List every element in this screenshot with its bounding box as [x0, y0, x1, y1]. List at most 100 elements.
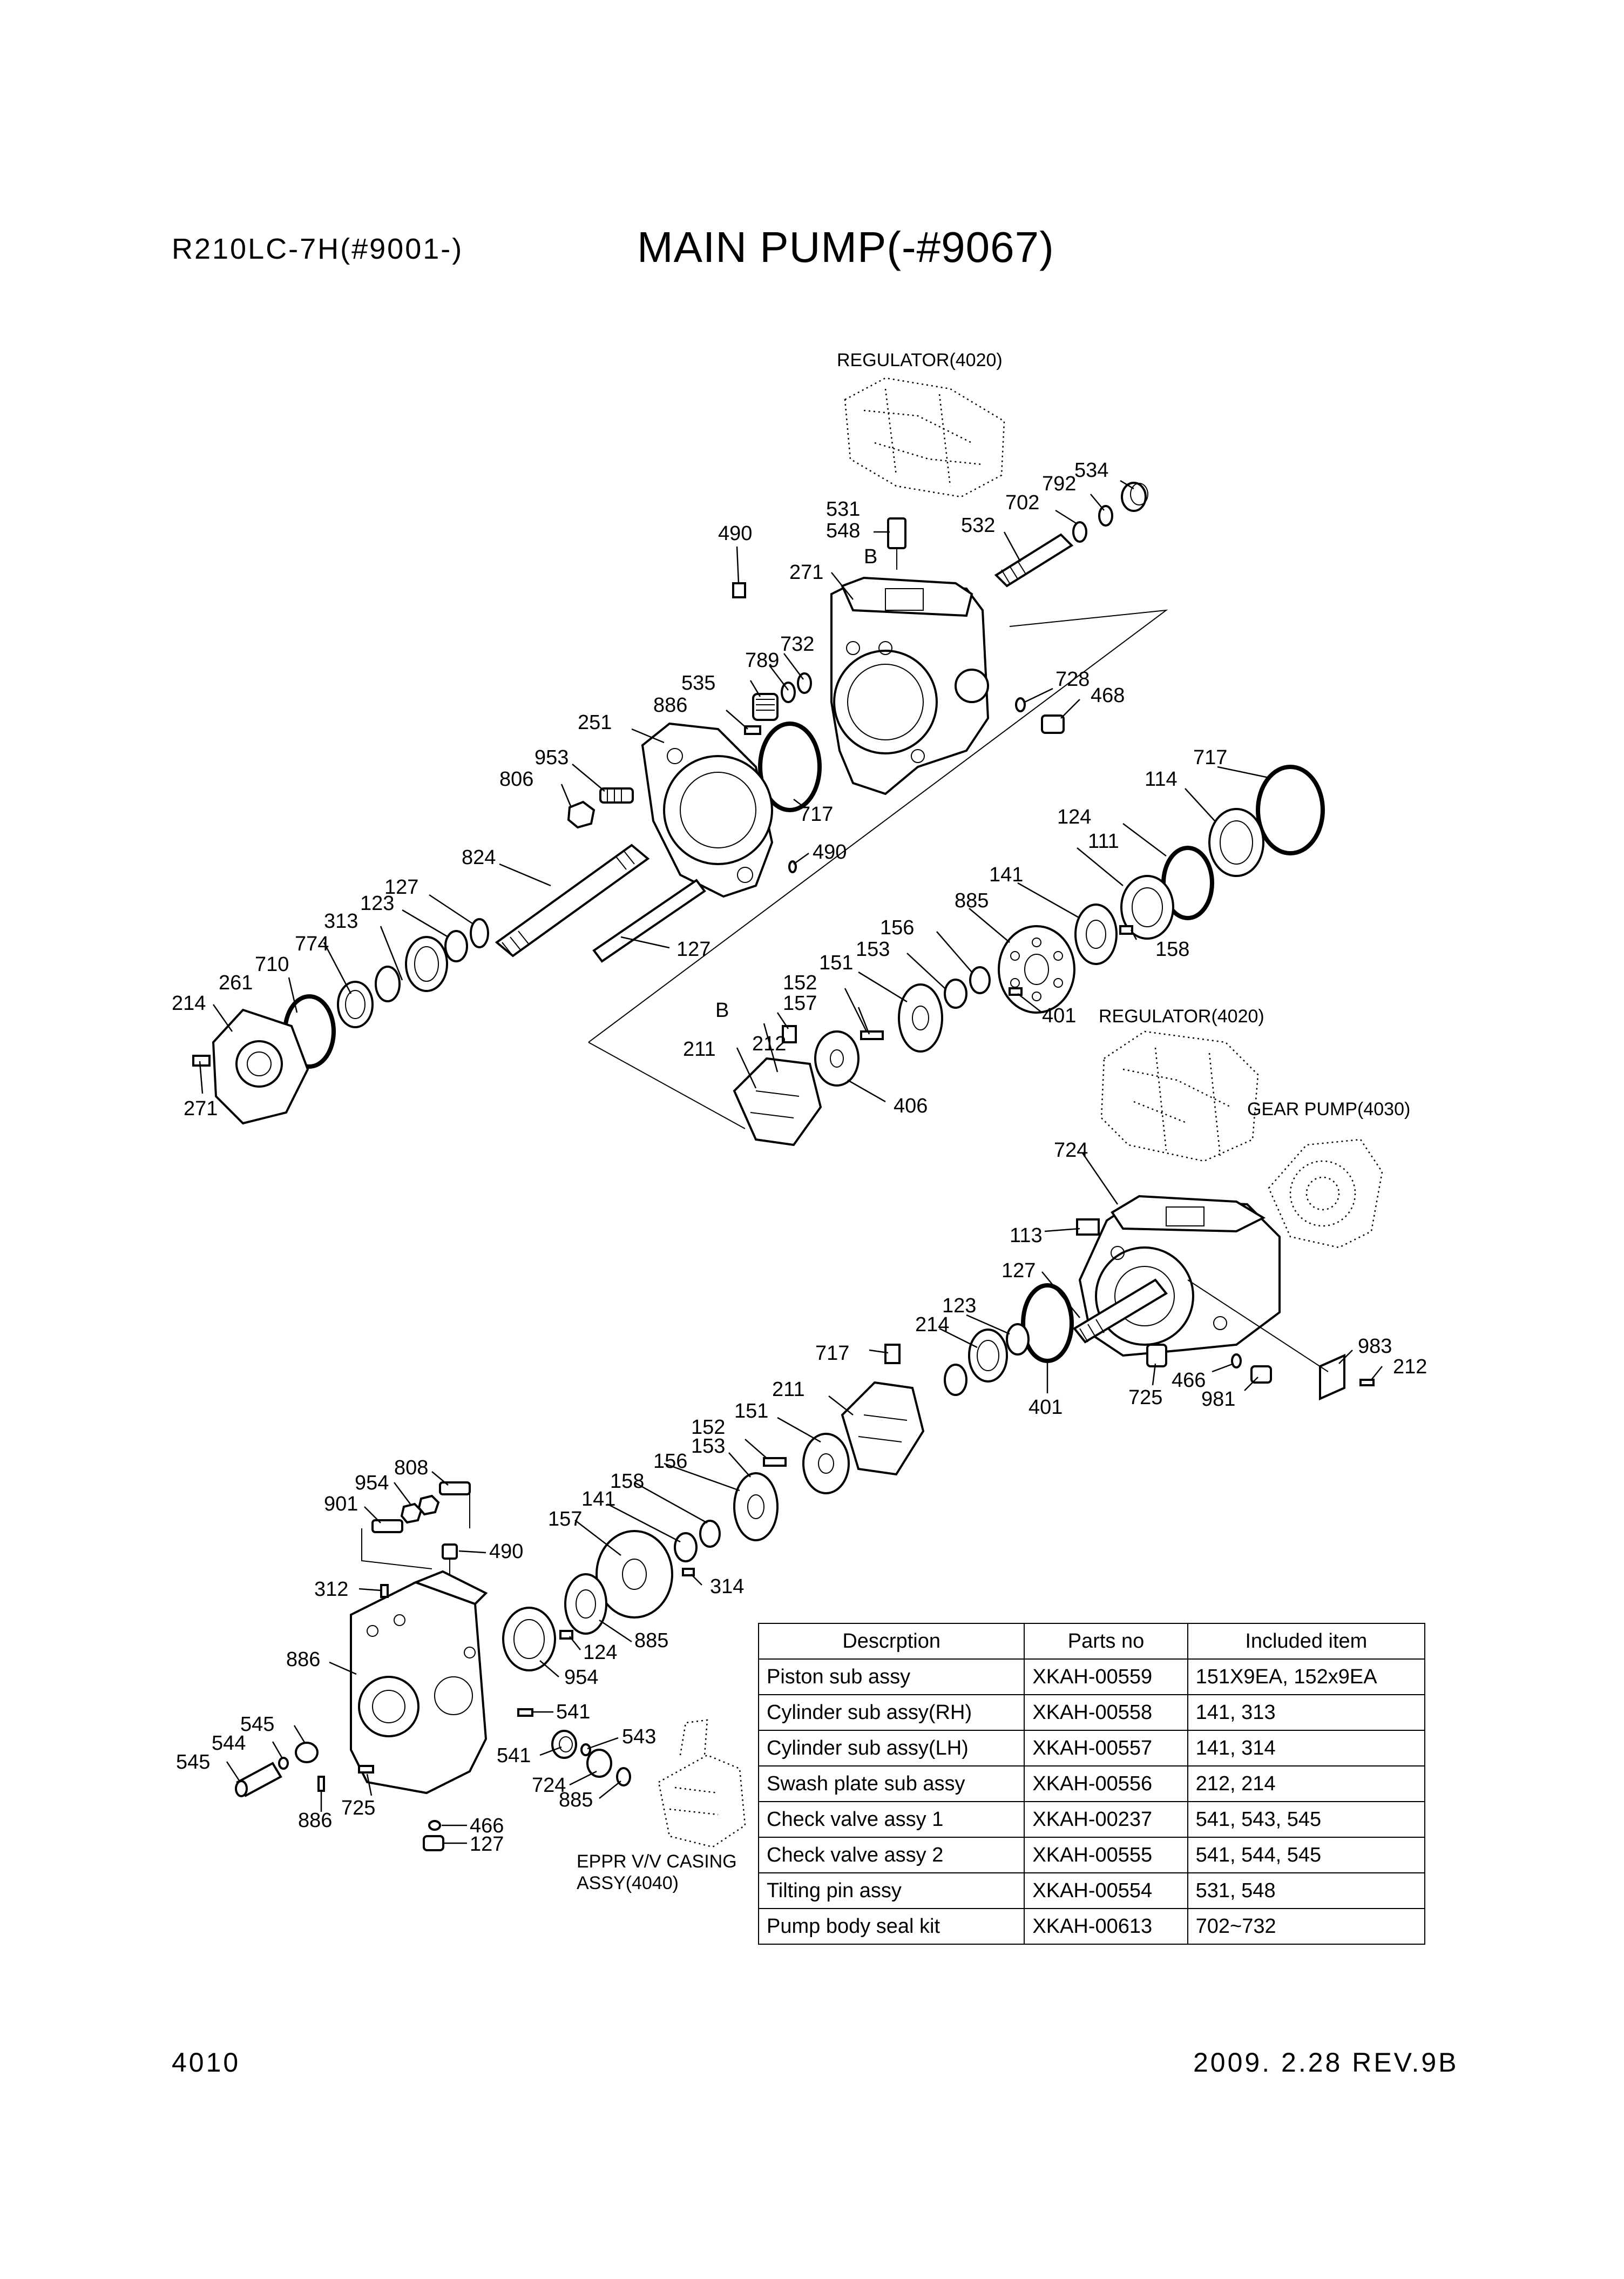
- callout: 401: [1042, 1004, 1076, 1027]
- callout: 214: [915, 1313, 949, 1336]
- pin-886-bot: [517, 1708, 533, 1717]
- cell-included-items: 141, 313: [1187, 1694, 1426, 1731]
- cell-part-number: XKAH-00557: [1024, 1730, 1188, 1766]
- callout: 548: [826, 520, 860, 542]
- pin-886-top: [744, 725, 761, 735]
- gear-pump-ghost: [1268, 1138, 1383, 1249]
- oring-725-mid: [1231, 1353, 1242, 1368]
- table-row: Pump body seal kit XKAH-00613 702~732: [757, 1908, 1426, 1945]
- regulator-reference: REGULATOR(4020): [1099, 1006, 1264, 1027]
- callout: 271: [789, 561, 823, 584]
- table-header-row: Descrption Parts no Included item: [757, 1623, 1426, 1660]
- spacer-127: [444, 930, 468, 962]
- cell-description: Tilting pin assy: [757, 1872, 1025, 1909]
- oring-717-r1: [1256, 765, 1325, 855]
- spline-124-mid: [502, 1607, 556, 1671]
- pin-157: [1009, 987, 1023, 996]
- callout: 211: [683, 1038, 716, 1061]
- eppr-casing-ghost: [658, 1719, 746, 1848]
- callout: 534: [1074, 459, 1108, 482]
- pin-214-mid: [884, 1344, 901, 1364]
- cell-description: Check valve assy 1: [757, 1801, 1025, 1838]
- callout: 824: [462, 846, 496, 869]
- callout: 717: [1193, 746, 1227, 769]
- callout: 717: [815, 1342, 849, 1365]
- ring-824: [470, 918, 489, 948]
- pump-casing-271-top: [830, 576, 990, 795]
- callout: 153: [691, 1435, 725, 1458]
- piston-532: [994, 533, 1074, 588]
- callout: 728: [1055, 668, 1090, 691]
- spring-158-mid: [674, 1532, 698, 1562]
- cell-part-number: XKAH-00554: [1024, 1872, 1188, 1909]
- check-valve-544: [235, 1762, 282, 1797]
- fitting-724: [1076, 1218, 1100, 1236]
- shoe-plate-211-mid: [802, 1433, 850, 1494]
- callout: 312: [314, 1578, 348, 1601]
- callout: 725: [341, 1797, 375, 1819]
- spacer-127-mid-b: [944, 1364, 967, 1396]
- cell-part-number: XKAH-00613: [1024, 1908, 1188, 1945]
- callout: 211: [772, 1378, 805, 1401]
- callout: 158: [610, 1470, 644, 1493]
- callout: 313: [324, 910, 358, 933]
- callout: 885: [955, 889, 989, 912]
- cell-included-items: 541, 543, 545: [1187, 1801, 1426, 1838]
- callout: B: [864, 545, 877, 568]
- oring-725-bot: [428, 1820, 441, 1831]
- callout: 531: [826, 498, 860, 521]
- callout: 466: [1172, 1369, 1206, 1392]
- seal-rings-702-792: [1072, 505, 1113, 543]
- callout: 789: [745, 649, 779, 672]
- parts-table: Descrption Parts no Included item Piston…: [757, 1623, 1426, 1945]
- piston-151: [860, 1030, 884, 1040]
- table-row: Check valve assy 2 XKAH-00555 541, 544, …: [757, 1837, 1426, 1873]
- spring-158: [969, 966, 991, 994]
- callout-labels: 490 271 531 548 B 532 702 792 534 732 78…: [172, 459, 1427, 1856]
- callout: 123: [360, 892, 394, 915]
- callout: 156: [653, 1450, 687, 1473]
- callout: 214: [172, 992, 206, 1015]
- cell-part-number: XKAH-00556: [1024, 1765, 1188, 1802]
- spacer-127-mid: [1006, 1323, 1030, 1356]
- fitting-401-mid: [1146, 1344, 1167, 1367]
- callout: 151: [734, 1400, 768, 1422]
- retainer-153: [898, 983, 943, 1053]
- cap-534: [1121, 482, 1148, 512]
- callout: 113: [1010, 1224, 1043, 1247]
- seal-774: [337, 981, 374, 1028]
- callout: 543: [622, 1725, 656, 1748]
- callout: 156: [880, 916, 914, 939]
- pin-886-bot-b: [358, 1765, 374, 1774]
- swash-plate-212-mid: [841, 1381, 925, 1476]
- eppr-reference-line2: ASSY(4040): [577, 1873, 679, 1893]
- shaft-113: [1073, 1278, 1168, 1344]
- leader-lines: [199, 480, 1383, 1844]
- callout: 124: [1057, 806, 1091, 828]
- callout: 954: [564, 1666, 598, 1689]
- callout: 124: [583, 1641, 617, 1664]
- callout: 901: [324, 1493, 358, 1515]
- column-header: Parts no: [1024, 1623, 1188, 1660]
- bracket-954: [361, 1491, 470, 1569]
- plug-466-bot: [423, 1835, 444, 1851]
- callout: 535: [681, 672, 715, 695]
- callout: 981: [1201, 1388, 1235, 1411]
- column-header: Included item: [1187, 1623, 1426, 1660]
- bolt-406: [192, 1055, 211, 1067]
- callout: B: [715, 999, 729, 1022]
- callout: 792: [1042, 473, 1076, 495]
- seal-545-right: [580, 1743, 591, 1756]
- ball-156: [944, 979, 967, 1009]
- table-row: Piston sub assy XKAH-00559 151X9EA, 152x…: [757, 1658, 1426, 1695]
- shaft-111: [495, 844, 650, 958]
- valve-plate-313: [1074, 903, 1118, 965]
- cell-description: Cylinder sub assy(LH): [757, 1730, 1025, 1766]
- screw-953: [599, 787, 634, 804]
- seals-732-789-535: [752, 672, 812, 721]
- callout: 725: [1128, 1386, 1162, 1409]
- bolt-490-top: [732, 582, 746, 598]
- ball-156-mid: [699, 1520, 721, 1548]
- pin-983: [1359, 1379, 1375, 1386]
- callout: 153: [856, 938, 890, 961]
